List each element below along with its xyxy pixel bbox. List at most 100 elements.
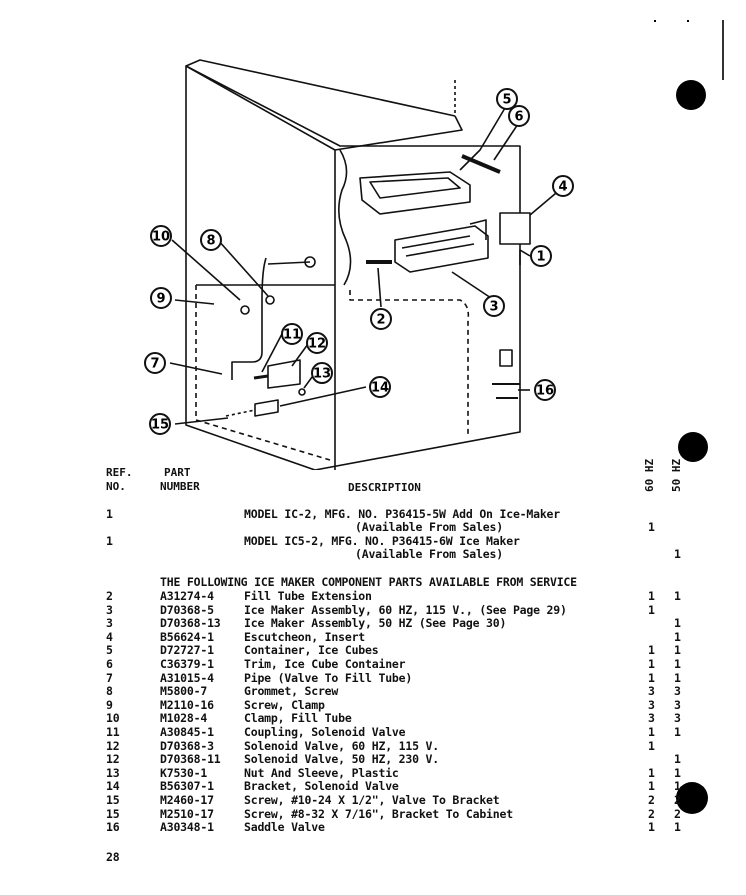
callout-16: 16 <box>534 379 556 401</box>
qty-50hz: 2 <box>674 793 681 807</box>
part-ref: 13 <box>106 765 120 780</box>
part-description: Grommet, Screw <box>244 684 339 699</box>
qty-60hz: 1 <box>648 738 655 753</box>
part-description: Ice Maker Assembly, 60 HZ, 115 V., (See … <box>244 602 567 617</box>
qty-50hz: 3 <box>674 684 681 699</box>
hz60-header: 60 HZ <box>643 458 656 492</box>
qty-60hz: 1 <box>648 520 655 534</box>
qty-60hz: 1 <box>648 589 655 603</box>
part-description: Fill Tube Extension <box>244 589 372 603</box>
part-ref: 14 <box>106 779 120 794</box>
callout-8: 8 <box>200 229 222 251</box>
qty-50hz: 1 <box>674 820 681 835</box>
part-description: Pipe (Valve To Fill Tube) <box>244 670 413 685</box>
part-description: Solenoid Valve, 60 HZ, 115 V. <box>244 738 439 753</box>
page-edge <box>722 20 724 80</box>
callout-number: 8 <box>206 234 215 249</box>
qty-60hz: 3 <box>648 697 655 712</box>
qty-60hz: 3 <box>648 684 655 699</box>
part-description: Solenoid Valve, 50 HZ, 230 V. <box>244 752 439 767</box>
part-ref: 8 <box>106 684 113 699</box>
qty-60hz: 1 <box>648 779 655 794</box>
part-description: Ice Maker Assembly, 50 HZ (See Page 30) <box>244 616 507 631</box>
part-number: A30348-1 <box>160 820 214 835</box>
part-ref: 12 <box>106 752 120 767</box>
part-description: Escutcheon, Insert <box>244 629 366 644</box>
qty-50hz: 1 <box>674 643 681 658</box>
speck <box>687 20 689 22</box>
callout-number: 13 <box>313 367 331 382</box>
ref-header-2: NO. <box>106 480 126 493</box>
part-ref: 5 <box>106 643 113 658</box>
part-ref: 11 <box>106 725 120 739</box>
part-description: Coupling, Solenoid Valve <box>244 725 406 739</box>
qty-60hz: 3 <box>648 711 655 726</box>
qty-50hz: 1 <box>674 657 681 671</box>
part-description: Clamp, Fill Tube <box>244 711 352 726</box>
part-ref: 6 <box>106 657 113 671</box>
callout-circle <box>530 245 552 267</box>
fill-pipe <box>231 257 267 380</box>
part-number: A31274-4 <box>160 589 214 603</box>
leader-6 <box>493 123 519 161</box>
callout-number: 9 <box>156 292 165 307</box>
part-ref: 7 <box>106 670 113 685</box>
callout-number: 3 <box>489 300 498 315</box>
qty-50hz: 1 <box>674 765 681 780</box>
cabinet-hidden-lines <box>195 285 331 461</box>
part-number: M5800-7 <box>160 684 208 699</box>
callout-3: 3 <box>483 295 505 317</box>
clamp-10b <box>240 305 250 315</box>
part-header-1: PART <box>164 466 191 479</box>
leader-7 <box>169 362 223 375</box>
ice-tray-inner <box>369 177 461 199</box>
callout-5: 5 <box>496 88 518 110</box>
callout-number: 11 <box>283 328 301 343</box>
callout-9: 9 <box>150 287 172 309</box>
qty-50hz: 1 <box>674 616 681 631</box>
container-trim <box>461 154 501 174</box>
solenoid-valve <box>267 359 301 389</box>
callout-circle <box>534 379 556 401</box>
ice-maker-head <box>469 219 487 240</box>
qty-50hz: 1 <box>674 779 681 794</box>
escutcheon <box>499 212 531 245</box>
part-ref: 16 <box>106 820 120 835</box>
punch-hole <box>678 432 708 462</box>
leader-15 <box>174 417 229 425</box>
qty-50hz: 1 <box>674 629 681 644</box>
callout-circle <box>200 229 222 251</box>
qty-50hz: 3 <box>674 711 681 726</box>
callout-13: 13 <box>311 362 333 384</box>
callout-circle <box>150 287 172 309</box>
qty-60hz: 1 <box>648 643 655 658</box>
part-ref: 3 <box>106 616 113 631</box>
part-description: Bracket, Solenoid Valve <box>244 779 399 794</box>
part-number: M2460-17 <box>160 793 214 807</box>
qty-50hz: 1 <box>674 725 681 739</box>
model-line2: (Available From Sales) <box>355 547 503 561</box>
part-description: Screw, #8-32 X 7/16", Bracket To Cabinet <box>244 806 513 821</box>
callout-number: 5 <box>502 93 511 108</box>
leader-14 <box>279 386 367 407</box>
part-description: Container, Ice Cubes <box>244 643 379 658</box>
clamp-10 <box>265 295 275 305</box>
leader-3 <box>451 271 495 301</box>
callout-number: 1 <box>536 250 545 265</box>
part-ref: 15 <box>106 793 120 807</box>
part-ref: 12 <box>106 738 120 753</box>
compartment-dashed <box>349 290 470 435</box>
callout-number: 2 <box>376 313 385 328</box>
bracket-screw-line <box>225 409 256 417</box>
hz50-header: 50 HZ <box>670 458 683 492</box>
ref-header-1: REF. <box>106 466 133 479</box>
part-description: Screw, Clamp <box>244 697 325 712</box>
part-number: M2510-17 <box>160 806 214 821</box>
punch-hole <box>676 782 708 814</box>
page-number: 28 <box>106 850 120 864</box>
qty-50hz: 1 <box>674 752 681 767</box>
part-ref: 3 <box>106 602 113 617</box>
qty-60hz: 2 <box>648 806 655 821</box>
part-ref: 10 <box>106 711 120 726</box>
model-ref: 1 <box>106 507 113 521</box>
